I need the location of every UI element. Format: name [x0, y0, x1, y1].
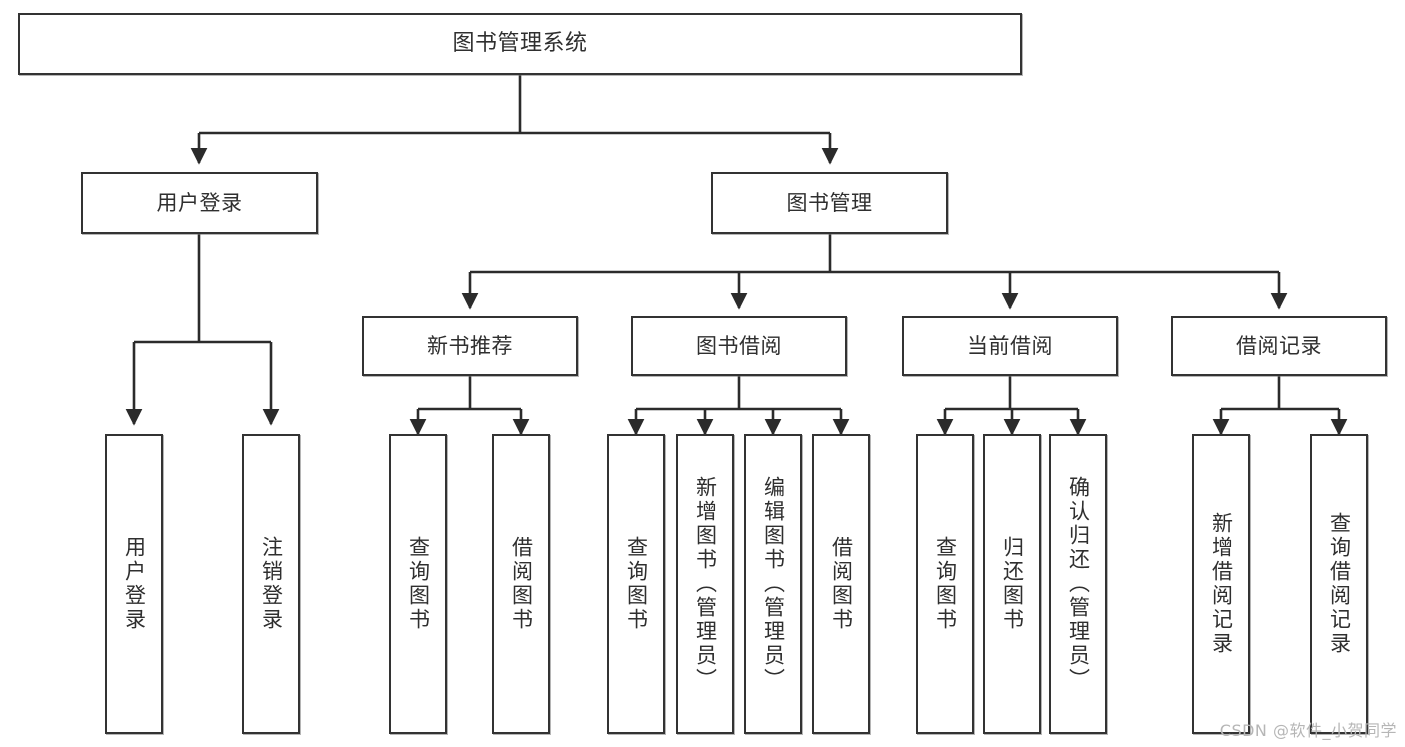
leaf-recommend-query-book[interactable]: 查询图书: [389, 434, 447, 734]
leaf-current-return-book[interactable]: 归还图书: [983, 434, 1041, 734]
node-label: 借阅图书: [829, 536, 854, 632]
node-label: 查询图书: [624, 536, 649, 632]
node-root-system[interactable]: 图书管理系统: [18, 13, 1022, 75]
node-label: 编辑图书（管理员）: [761, 476, 786, 692]
node-current-borrow[interactable]: 当前借阅: [902, 316, 1118, 376]
node-book-management[interactable]: 图书管理: [711, 172, 948, 234]
node-label: 当前借阅: [967, 333, 1053, 358]
leaf-borrow-edit-book-admin[interactable]: 编辑图书（管理员）: [744, 434, 802, 734]
node-label: 新增借阅记录: [1209, 512, 1234, 656]
node-new-book-recommend[interactable]: 新书推荐: [362, 316, 578, 376]
node-label: 图书借阅: [696, 333, 782, 358]
leaf-recommend-borrow-book[interactable]: 借阅图书: [492, 434, 550, 734]
leaf-borrow-borrow-book[interactable]: 借阅图书: [812, 434, 870, 734]
node-label: 查询图书: [933, 536, 958, 632]
leaf-current-confirm-return-admin[interactable]: 确认归还（管理员）: [1049, 434, 1107, 734]
node-label: 借阅图书: [509, 536, 534, 632]
leaf-record-query-record[interactable]: 查询借阅记录: [1310, 434, 1368, 734]
node-label: 新增图书（管理员）: [693, 476, 718, 692]
node-label: 注销登录: [259, 536, 284, 632]
watermark-text: CSDN @软件_小贺同学: [1219, 721, 1397, 740]
node-label: 确认归还（管理员）: [1066, 476, 1091, 692]
node-borrow-record[interactable]: 借阅记录: [1171, 316, 1387, 376]
node-label: 图书管理: [786, 190, 873, 215]
leaf-borrow-query-book[interactable]: 查询图书: [607, 434, 665, 734]
leaf-user-login[interactable]: 用户登录: [105, 434, 163, 734]
node-label: 新书推荐: [427, 333, 513, 358]
node-book-borrow[interactable]: 图书借阅: [631, 316, 847, 376]
node-label: 用户登录: [122, 536, 147, 632]
node-label: 查询借阅记录: [1327, 512, 1352, 656]
leaf-record-add-record[interactable]: 新增借阅记录: [1192, 434, 1250, 734]
node-label: 借阅记录: [1236, 333, 1322, 358]
node-label: 用户登录: [156, 190, 243, 215]
node-user-login[interactable]: 用户登录: [81, 172, 318, 234]
node-label: 归还图书: [1000, 536, 1025, 632]
node-label: 图书管理系统: [452, 31, 588, 57]
leaf-borrow-add-book-admin[interactable]: 新增图书（管理员）: [676, 434, 734, 734]
leaf-current-query-book[interactable]: 查询图书: [916, 434, 974, 734]
leaf-logout[interactable]: 注销登录: [242, 434, 300, 734]
node-label: 查询图书: [406, 536, 431, 632]
